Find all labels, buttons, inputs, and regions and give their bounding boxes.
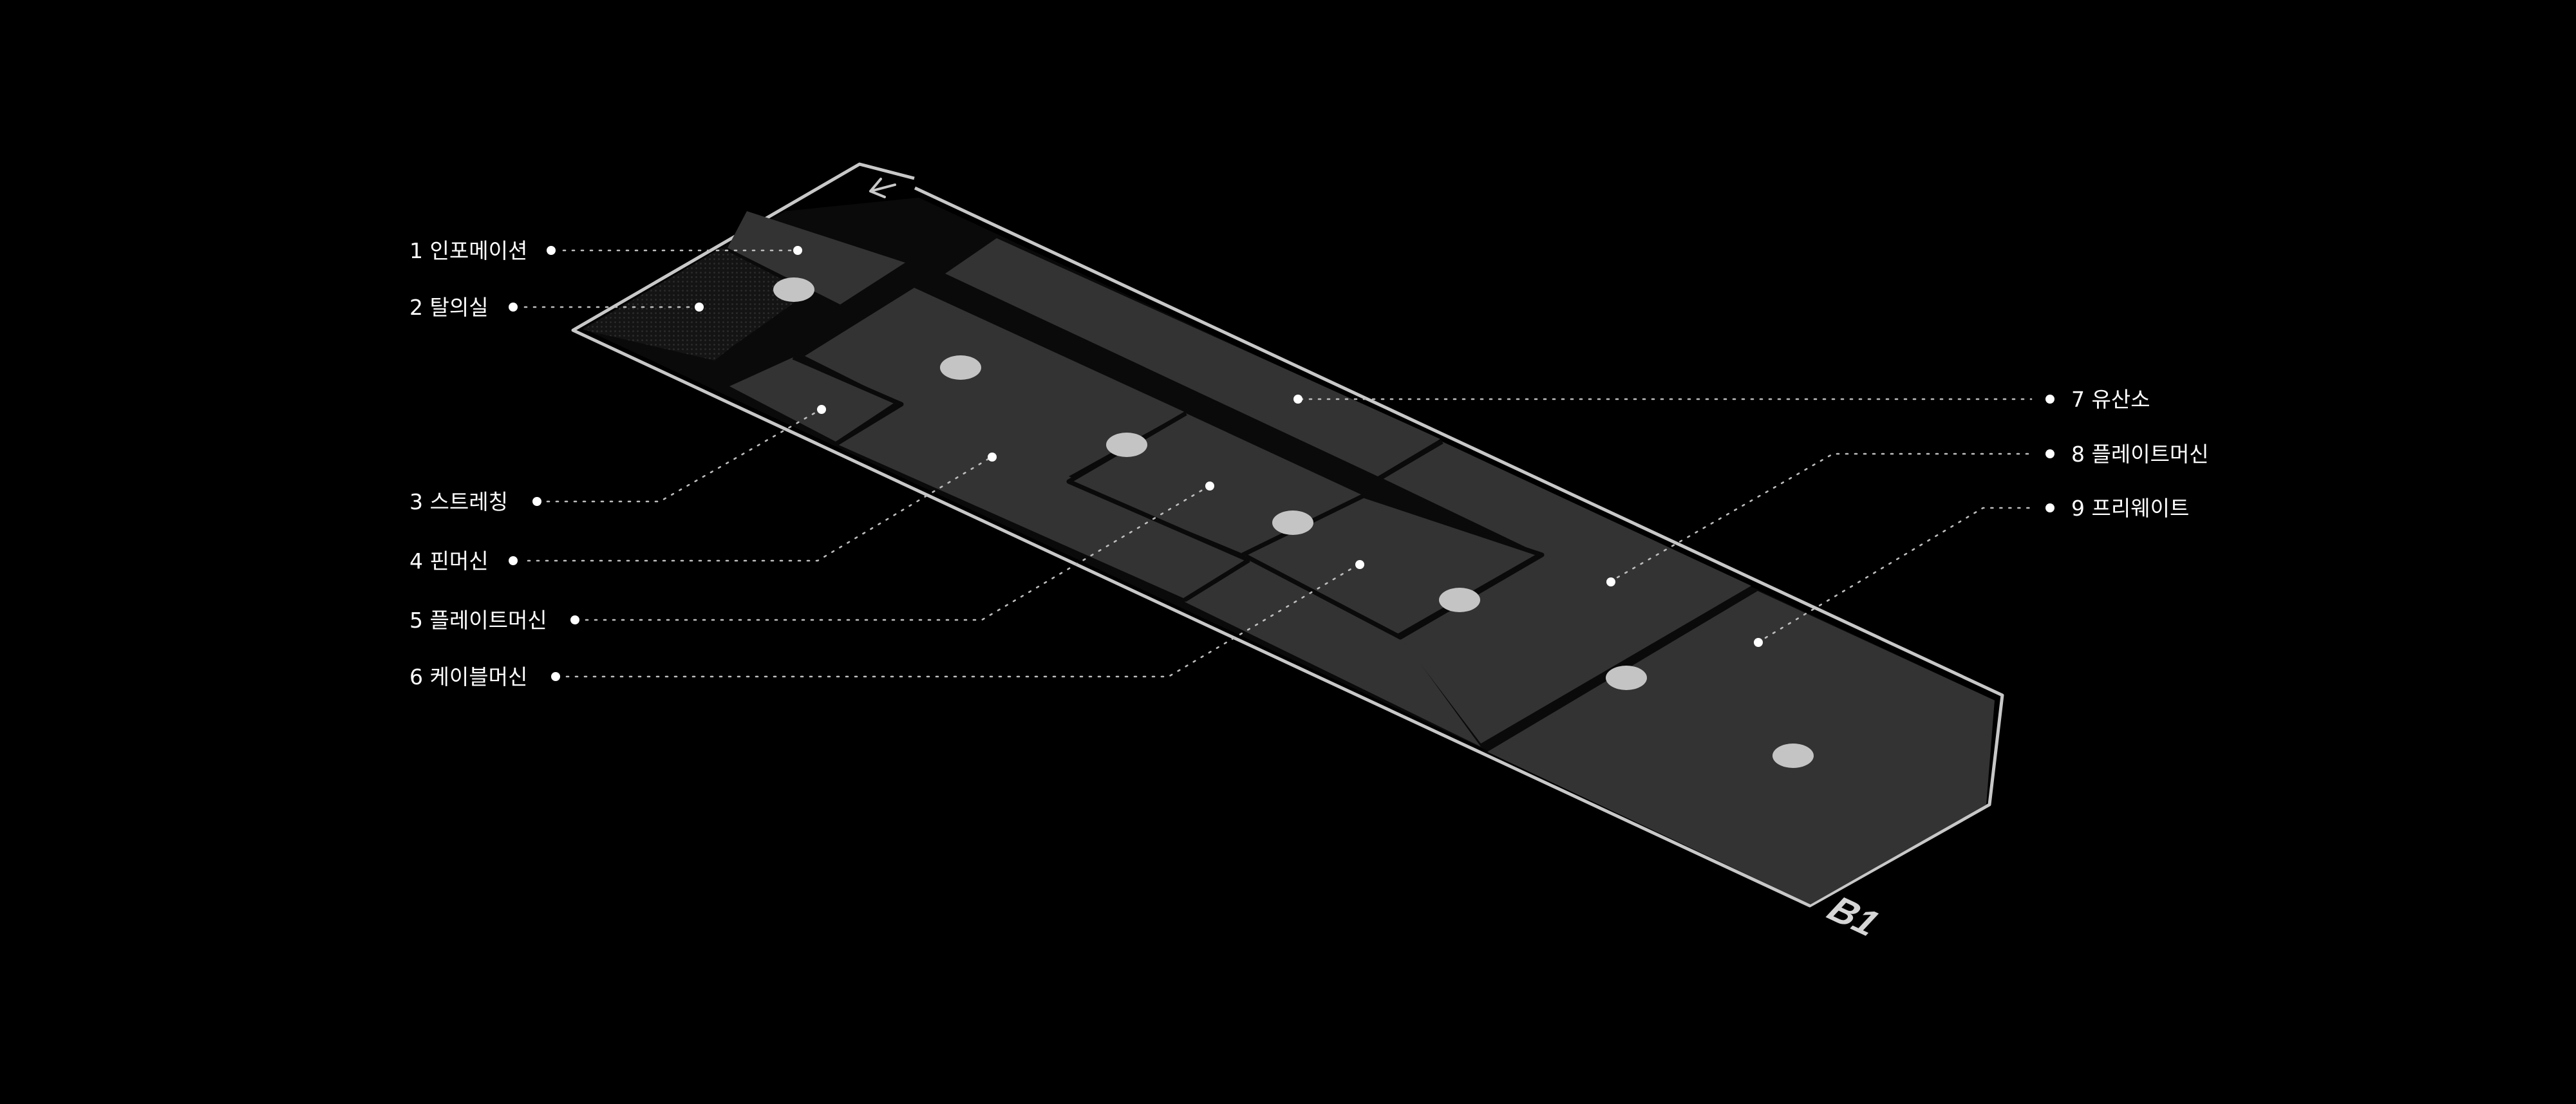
marker — [1772, 744, 1814, 768]
label-7: 7 유산소 — [2071, 387, 2150, 412]
room-6-lower-strip — [1185, 560, 1481, 747]
label-4: 4 핀머신 — [409, 548, 489, 574]
anchor-dot — [817, 405, 826, 414]
marker — [1606, 666, 1647, 690]
label-dot — [532, 497, 541, 506]
marker — [940, 355, 981, 380]
anchor-dot — [1293, 395, 1302, 404]
label-dot — [2045, 449, 2054, 458]
anchor-dot — [1205, 482, 1214, 491]
room-2-locker — [583, 248, 808, 360]
room-1-information — [728, 211, 905, 304]
label-2: 2 탈의실 — [409, 295, 489, 320]
leader-lines — [523, 249, 2033, 678]
room-4-pin-machine — [805, 288, 1249, 599]
room-anchor-dots — [695, 246, 1763, 647]
label-6: 6 케이블머신 — [409, 664, 527, 689]
room-3-stretching — [729, 357, 895, 442]
marker — [773, 277, 814, 302]
label-dot — [2045, 395, 2054, 404]
label-1: 1 인포메이션 — [409, 238, 527, 263]
label-dot — [547, 246, 556, 255]
anchor-dot — [988, 453, 997, 462]
label-dot — [551, 672, 560, 681]
label-dot — [509, 556, 518, 565]
equipment-markers — [773, 277, 1814, 768]
room-7-cardio — [945, 238, 1440, 476]
marker — [1272, 510, 1313, 535]
label-dots — [509, 246, 2054, 681]
entrance-arrow-icon — [869, 178, 896, 198]
marker — [1106, 433, 1147, 457]
anchor-dot — [1606, 577, 1615, 586]
label-8: 8 플레이트머신 — [2071, 442, 2209, 467]
left-labels: 1 인포메이션 2 탈의실 3 스트레칭 4 핀머신 5 플레이트머신 6 케이… — [409, 238, 547, 689]
label-dot — [570, 615, 579, 624]
floor-outline — [571, 162, 2004, 908]
right-labels: 7 유산소 8 플레이트머신 9 프리웨이트 — [2071, 387, 2209, 521]
anchor-dot — [695, 303, 704, 312]
room-8-plate-machine — [1381, 442, 1751, 744]
label-5: 5 플레이트머신 — [409, 608, 547, 633]
label-9: 9 프리웨이트 — [2071, 496, 2189, 521]
label-dot — [2045, 503, 2054, 512]
anchor-dot — [793, 246, 802, 255]
partition-lines — [792, 355, 1545, 640]
floor-tag: B1 — [1818, 890, 1891, 943]
room-9-free-weight — [1487, 591, 1995, 904]
marker — [1439, 588, 1480, 612]
anchor-dot — [1355, 560, 1364, 569]
label-3: 3 스트레칭 — [409, 489, 508, 514]
label-dot — [509, 303, 518, 312]
anchor-dot — [1754, 638, 1763, 647]
